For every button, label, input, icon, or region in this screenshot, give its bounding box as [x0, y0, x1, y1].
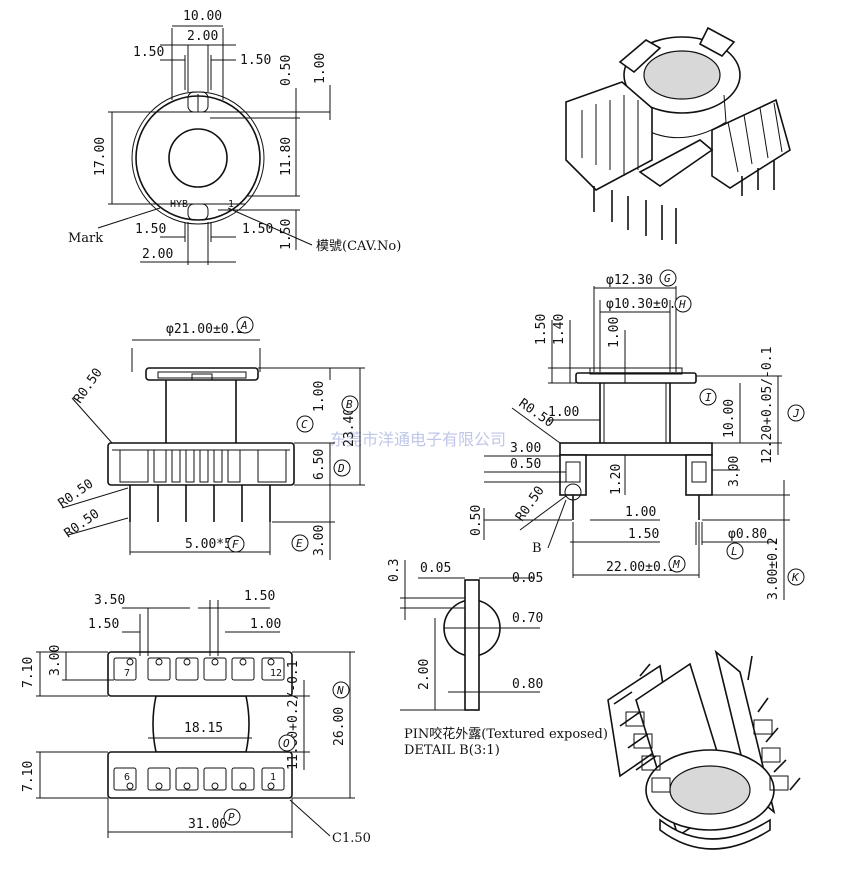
balloon-B: B — [346, 398, 353, 411]
bottom-view: 7 12 6 1 18.15 3.50 1.50 1.50 1.00 7.10 — [21, 589, 371, 846]
balloon-F: F — [232, 538, 239, 551]
dim-front-6-50: 6.50 — [312, 449, 327, 480]
balloon-E: E — [296, 537, 303, 550]
dim-top-1-00: 1.00 — [313, 53, 328, 84]
side-view: φ12.30 G φ10.30±0.1 H 1.50 1.40 1.00 10.… — [469, 269, 805, 600]
dim-top-1-50-bottom-left: 1.50 — [135, 222, 166, 237]
pin-number-7: 7 — [124, 668, 130, 679]
dim-top-11-80: 11.80 — [279, 137, 294, 176]
dim-top-1-50-right: 1.50 — [240, 53, 271, 68]
dim-side-dia10-30: φ10.30±0.1 — [606, 297, 684, 312]
dim-detail-2-00: 2.00 — [417, 659, 432, 690]
dim-bottom-3-00: 3.00 — [48, 645, 63, 676]
detail-b-caption-2: DETAIL B(3:1) — [404, 743, 500, 758]
iso-view-top — [565, 26, 791, 244]
dim-bottom-1-50-left: 1.50 — [88, 617, 119, 632]
dim-bottom-18-15: 18.15 — [184, 721, 223, 736]
dim-bottom-31-00: 31.00 — [188, 817, 227, 832]
dim-front-dia21: φ21.00±0.2 — [166, 322, 244, 337]
front-view: φ21.00±0.2 A 1.00 6.50 23.40 3.00 C B D … — [56, 316, 365, 560]
top-body-text: HYB — [170, 199, 188, 210]
pin-number-6: 6 — [124, 772, 130, 783]
dim-front-r050-b: R0.50 — [56, 477, 97, 512]
top-body-outline — [135, 95, 261, 221]
dim-top-1-50-left: 1.50 — [133, 45, 164, 60]
dim-front-3-00: 3.00 — [312, 525, 327, 556]
balloon-C: C — [301, 418, 308, 431]
dim-top-2-00: 2.00 — [187, 29, 218, 44]
dim-side-1-00-horizontal: 1.00 — [548, 405, 579, 420]
dim-front-23-40: 23.40 — [342, 408, 357, 447]
dim-bottom-1-50-right: 1.50 — [244, 589, 275, 604]
dim-top-17-00: 17.00 — [93, 137, 108, 176]
balloon-L: L — [731, 545, 738, 558]
dim-detail-0-70: 0.70 — [512, 611, 543, 626]
balloon-A: A — [240, 319, 248, 332]
dim-bottom-7-10-bottom: 7.10 — [21, 761, 36, 792]
top-core-hole — [168, 128, 228, 188]
dim-bottom-7-10-top: 7.10 — [21, 657, 36, 688]
dim-detail-0-05-right: 0.05 — [512, 571, 543, 586]
iso-view-bottom — [607, 649, 801, 850]
dim-side-1-00-vertical: 1.00 — [607, 317, 622, 348]
dim-top-10-00: 10.00 — [183, 9, 222, 24]
dim-side-10-00: 10.00 — [722, 399, 737, 438]
dim-side-1-00-bottom: 1.00 — [625, 505, 656, 520]
dim-side-22-00: 22.00±0.2 — [606, 560, 676, 575]
dim-side-3-00-vertical: 3.00 — [727, 456, 742, 487]
cav-no-label: 模號(CAV.No) — [316, 239, 401, 254]
watermark: 东莞市洋通电子有限公司 — [330, 430, 506, 449]
balloon-O: O — [283, 737, 290, 750]
dim-side-0-50-vertical: 0.50 — [469, 505, 484, 536]
dim-side-1-50-bottom: 1.50 — [628, 527, 659, 542]
detail-b-caption-1: PIN咬花外露(Textured exposed) — [404, 726, 608, 742]
dim-side-3-00-k: 3.00±0.2 — [766, 537, 781, 600]
detail-b-view: 0.3 0.05 0.05 0.70 2.00 0.80 PIN咬花外露(Tex… — [387, 559, 608, 758]
dim-top-0-50: 0.50 — [279, 55, 294, 86]
dim-front-r050-a: R0.50 — [71, 366, 106, 407]
dim-bottom-26-00: 26.00 — [332, 707, 347, 746]
dim-top-1-50-bottom-right: 1.50 — [242, 222, 273, 237]
dim-top-2-00-bottom: 2.00 — [142, 247, 173, 262]
dim-side-1-40: 1.40 — [552, 314, 567, 345]
pin-number-1: 1 — [270, 772, 276, 783]
dim-front-r050-c: R0.50 — [62, 507, 103, 542]
balloon-I: I — [705, 391, 712, 404]
balloon-M: M — [672, 558, 680, 571]
dim-detail-0-05-left: 0.05 — [420, 561, 451, 576]
dim-bottom-3-50: 3.50 — [94, 593, 125, 608]
dim-side-dia12-30: φ12.30 — [606, 273, 653, 288]
dim-front-pitch: 5.00*5 — [185, 537, 232, 552]
dim-bottom-11-80: 11.80+0.2/-0.1 — [286, 660, 301, 770]
balloon-J: J — [792, 407, 800, 420]
balloon-D: D — [337, 462, 345, 475]
dim-side-0-50-horizontal: 0.50 — [510, 457, 541, 472]
dim-detail-0-80: 0.80 — [512, 677, 543, 692]
balloon-K: K — [791, 571, 800, 584]
dim-side-r050-b: R0.50 — [513, 484, 548, 525]
top-pin-mark: 1 — [228, 199, 234, 210]
dim-side-12-20: 12.20+0.05/-0.1 — [760, 347, 775, 464]
balloon-H: H — [678, 298, 686, 311]
balloon-P: P — [228, 811, 235, 824]
balloon-N: N — [336, 684, 344, 697]
top-view: HYB 1 10.00 2.00 1.50 1.50 0.50 1.00 11.… — [68, 9, 401, 265]
mark-label: Mark — [68, 231, 103, 246]
dim-bottom-c1-50: C1.50 — [332, 831, 371, 846]
dim-side-dia0-80: φ0.80 — [728, 527, 767, 542]
dim-front-1-00: 1.00 — [312, 381, 327, 412]
dim-bottom-1-00: 1.00 — [250, 617, 281, 632]
dim-side-1-20: 1.20 — [609, 464, 624, 495]
detail-b-callout: B — [532, 541, 542, 556]
pin-number-12: 12 — [270, 668, 282, 679]
dim-detail-0-3: 0.3 — [387, 559, 402, 582]
dim-side-3-00-horizontal: 3.00 — [510, 441, 541, 456]
dim-top-1-50-vertical: 1.50 — [279, 219, 294, 250]
balloon-G: G — [664, 272, 671, 285]
dim-side-1-50: 1.50 — [534, 314, 549, 345]
